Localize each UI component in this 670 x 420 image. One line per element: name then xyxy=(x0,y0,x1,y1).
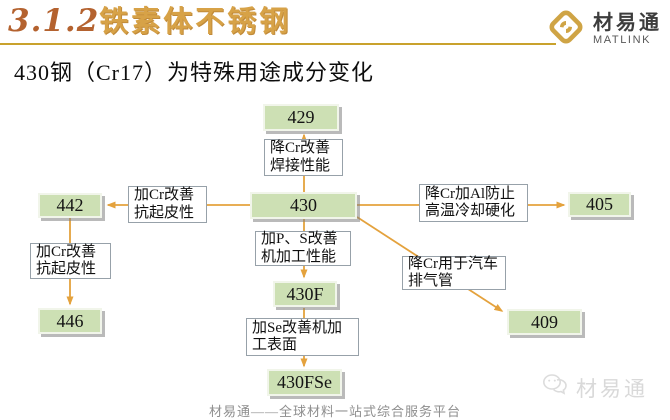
edge-label-430-430F: 加P、S改善 机加工性能 xyxy=(255,231,351,266)
logo-name: 材易通 xyxy=(593,12,662,34)
edge-label-430F-430FSe: 加Se改善机加 工表面 xyxy=(246,318,359,356)
logo-subtitle: MATLINK xyxy=(593,34,652,46)
node-430FSe: 430FSe xyxy=(267,369,342,396)
node-409: 409 xyxy=(507,309,582,335)
edge-label-430-429: 降Cr改善 焊接性能 xyxy=(264,139,343,176)
node-442: 442 xyxy=(38,193,102,218)
edge-label-430-405: 降Cr加Al防止 高温冷却硬化 xyxy=(419,184,528,222)
matlink-logo: 材易通 MATLINK xyxy=(545,6,662,53)
section-number: 3.1.2 xyxy=(8,3,100,39)
edge-label-442-446: 加Cr改善 抗起皮性 xyxy=(30,243,111,279)
node-430: 430 xyxy=(250,192,357,219)
header-underline xyxy=(0,43,556,45)
node-430F: 430F xyxy=(273,281,337,307)
node-446: 446 xyxy=(38,308,102,334)
section-heading: 3.1.2铁素体不锈钢 xyxy=(8,6,291,37)
node-429: 429 xyxy=(263,104,339,131)
edge-label-430-409: 降Cr用于汽车 排气管 xyxy=(402,256,506,290)
footer-slogan: 材易通——全球材料一站式综合服务平台 xyxy=(208,404,461,419)
edge-label-430-442: 加Cr改善 抗起皮性 xyxy=(128,186,207,223)
matlink-diamond-icon xyxy=(545,6,587,53)
watermark-text: 材易通 xyxy=(576,377,648,401)
slide-title: 430钢（Cr17）为特殊用途成分变化 xyxy=(14,60,375,85)
section-title: 铁素体不锈钢 xyxy=(99,6,292,38)
node-405: 405 xyxy=(568,192,631,217)
wechat-icon xyxy=(541,372,571,403)
wechat-watermark: 材易通 xyxy=(541,372,648,403)
